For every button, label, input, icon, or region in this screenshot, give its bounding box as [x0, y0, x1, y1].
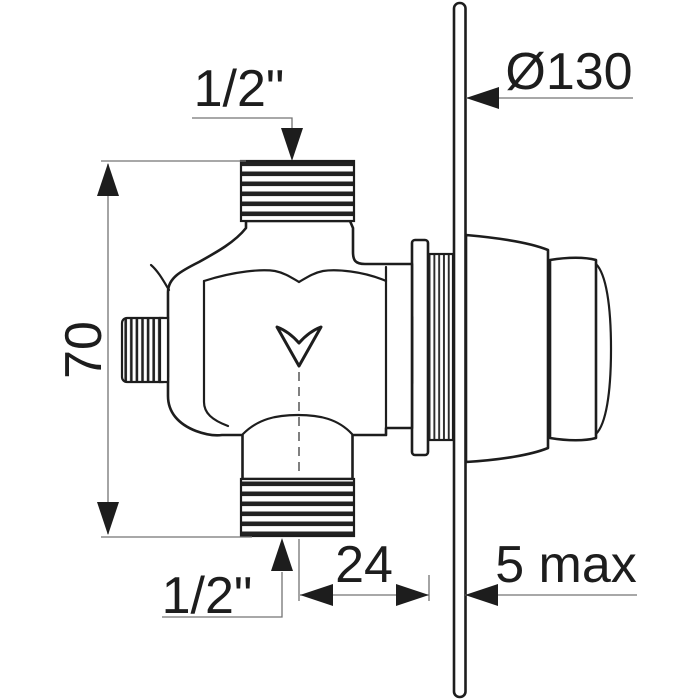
body-bottom-fillet: [241, 413, 354, 436]
dim-label-top-inlet: 1/2": [194, 60, 285, 118]
top-inlet-thread: [239, 159, 356, 223]
side-stub-thread: [120, 316, 170, 384]
dim-label-body-height: 70: [55, 321, 113, 379]
arrow-down-icon: [281, 128, 303, 161]
arrow-left-icon: [300, 584, 333, 606]
mounting-collar: [426, 252, 455, 442]
dimension-depth: 24: [300, 536, 430, 606]
arrow-left-icon: [466, 87, 499, 109]
arrow-right-icon: [396, 584, 429, 606]
dim-label-bottom-outlet: 1/2": [162, 567, 253, 625]
body-corner-flare: [149, 263, 171, 292]
escutcheon: [464, 233, 550, 464]
wall-plate: [452, 1, 467, 699]
push-knob: [548, 256, 613, 442]
dimension-bottom-outlet: 1/2": [162, 538, 293, 625]
knob-dome: [594, 262, 613, 436]
bottom-outlet-thread: [239, 477, 356, 538]
valve-body: [149, 219, 414, 481]
dim-label-wall-gap: 5 max: [495, 536, 637, 594]
dim-label-depth: 24: [335, 536, 393, 594]
dimension-wall-gap: 5 max: [465, 536, 637, 606]
dimension-top-inlet: 1/2": [192, 60, 303, 161]
arrow-up-icon: [271, 538, 293, 571]
dimension-body-height: 70: [55, 160, 252, 538]
dimension-plate-diameter: Ø130: [466, 43, 633, 109]
body-left-face-line: [202, 279, 230, 428]
arrow-left-icon: [465, 584, 498, 606]
arrow-up-icon: [97, 163, 119, 196]
chevron-logo-icon: [275, 325, 323, 368]
arrow-down-icon: [97, 502, 119, 535]
dim-label-plate-diameter: Ø130: [505, 43, 632, 101]
body-upper-contour: [202, 269, 388, 284]
